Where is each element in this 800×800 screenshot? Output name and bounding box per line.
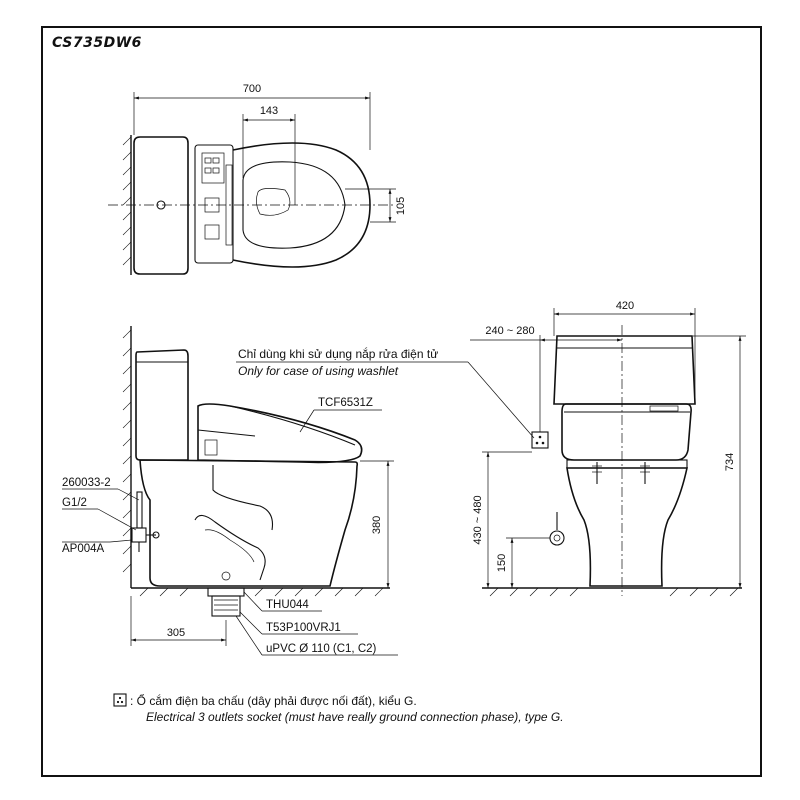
legend-text-vi: : Ổ cắm điện ba chấu (dây phải được nối … bbox=[130, 693, 417, 708]
legend-text-en: Electrical 3 outlets socket (must have r… bbox=[146, 710, 564, 724]
side-inlet-valve bbox=[131, 491, 160, 552]
front-seat-rim bbox=[566, 459, 688, 469]
side-drain-flange bbox=[207, 571, 245, 617]
side-tank bbox=[135, 349, 189, 461]
dim-seat-height: 380 bbox=[371, 516, 383, 534]
front-floor bbox=[482, 587, 742, 597]
dim-socket-range: 240 ~ 280 bbox=[485, 325, 534, 337]
model-code: CS735DW6 bbox=[52, 35, 142, 51]
dim-height: 734 bbox=[724, 453, 736, 471]
side-floor bbox=[131, 587, 390, 597]
top-control-unit bbox=[194, 144, 234, 264]
front-tank bbox=[553, 335, 696, 405]
part-flange-label: THU044 bbox=[266, 599, 309, 611]
dim-center-offset: 143 bbox=[260, 105, 278, 117]
dim-side: 105 bbox=[395, 197, 407, 215]
front-fixing-bolts bbox=[592, 462, 650, 484]
dim-width: 420 bbox=[616, 300, 634, 312]
side-wall bbox=[122, 326, 132, 588]
side-washlet-seat bbox=[197, 403, 363, 464]
top-bowl-inner bbox=[256, 188, 291, 216]
part-thread-label: G1/2 bbox=[62, 497, 87, 509]
side-view: Chỉ dùng khi sử dụng nắp rửa điện tử Onl… bbox=[62, 326, 535, 656]
side-bowl bbox=[139, 459, 359, 587]
dim-outlet-distance: 305 bbox=[167, 627, 185, 639]
side-hose bbox=[212, 465, 274, 531]
washlet-model-label: TCF6531Z bbox=[318, 397, 373, 409]
legend: : Ổ cắm điện ba chấu (dây phải được nối … bbox=[113, 693, 564, 724]
dim-inlet-height: 150 bbox=[496, 554, 508, 572]
washlet-note-en: Only for case of using washlet bbox=[238, 364, 399, 378]
socket-icon bbox=[113, 693, 127, 707]
front-socket bbox=[531, 431, 549, 449]
front-view: 420 240 ~ 280 430 ~ 480 150 734 bbox=[470, 300, 746, 597]
part-hose-label: 260033-2 bbox=[62, 477, 111, 489]
top-view: 700 143 105 bbox=[108, 83, 407, 275]
drawing-frame bbox=[41, 26, 762, 777]
dim-overall-length: 700 bbox=[243, 83, 261, 95]
part-drain-pipe-label: T53P100VRJ1 bbox=[266, 622, 341, 634]
part-valve-label: AP004A bbox=[62, 543, 105, 555]
dim-socket-height: 430 ~ 480 bbox=[472, 495, 484, 544]
top-tank bbox=[133, 136, 189, 275]
side-trap bbox=[194, 514, 266, 581]
front-inlet-valve bbox=[549, 512, 565, 546]
front-bowl bbox=[566, 467, 688, 587]
part-pvc-label: uPVC Ø 110 (C1, C2) bbox=[266, 643, 377, 655]
washlet-note-vi: Chỉ dùng khi sử dụng nắp rửa điện tử bbox=[238, 346, 438, 361]
